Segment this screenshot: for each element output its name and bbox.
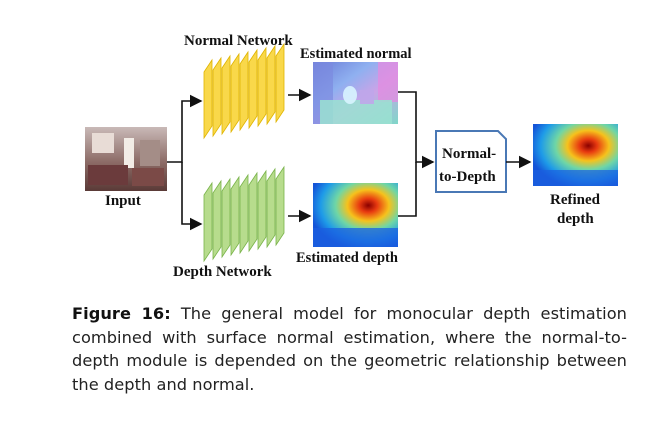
refined-depth-label-line2: depth (557, 211, 594, 227)
figure-label: Figure 16: (72, 304, 171, 323)
estimated-normal-label: Estimated normal (300, 46, 412, 62)
depth-network-layer (239, 173, 249, 255)
depth-network-layer (266, 167, 276, 249)
normal-network-layer (248, 48, 258, 130)
input-label: Input (105, 193, 141, 209)
depth-network-layer (212, 179, 222, 261)
normal-network-layer (230, 52, 240, 134)
normal-network-layer (221, 54, 231, 136)
input-image (85, 127, 167, 191)
depth-network-layer (230, 175, 240, 257)
arrow-input-split (167, 94, 203, 163)
depth-network-layer (257, 169, 267, 251)
depth-network-layer (275, 165, 285, 247)
arrow-normal-to-module (398, 91, 435, 169)
normal-network-layer (203, 58, 213, 140)
depth-network-layer (203, 181, 213, 263)
refined-depth-label-line1: Refined (550, 192, 601, 208)
normal-to-depth-label-line1: Normal- (442, 146, 496, 162)
estimated-normal-image (313, 62, 398, 124)
normal-network-layer (212, 56, 222, 138)
estimated-depth-label: Estimated depth (296, 250, 398, 266)
depth-network-layer (248, 171, 258, 253)
estimated-depth-image (313, 183, 398, 247)
normal-network-stack (203, 42, 285, 140)
figure-caption: Figure 16: The general model for monocul… (72, 302, 627, 396)
caption-text: The general model for monocular depth es… (72, 304, 627, 394)
normal-network-layer (275, 42, 285, 124)
connections (167, 88, 532, 231)
depth-network-layer (221, 177, 231, 259)
arrow-input-to-depth-net (181, 162, 203, 231)
arrow-depth-to-module (398, 162, 417, 217)
normal-network-layer (257, 46, 267, 128)
normal-to-depth-module: Normal- to-Depth (435, 130, 507, 193)
normal-network-layer (239, 50, 249, 132)
normal-to-depth-label-line2: to-Depth (439, 169, 496, 185)
network-diagram: Normal Network Depth Network Input Estim… (85, 33, 618, 280)
depth-network-stack (203, 165, 285, 263)
depth-network-label: Depth Network (173, 264, 272, 280)
refined-depth-image (533, 124, 618, 186)
normal-network-layer (266, 44, 276, 126)
normal-network-label: Normal Network (184, 33, 293, 49)
